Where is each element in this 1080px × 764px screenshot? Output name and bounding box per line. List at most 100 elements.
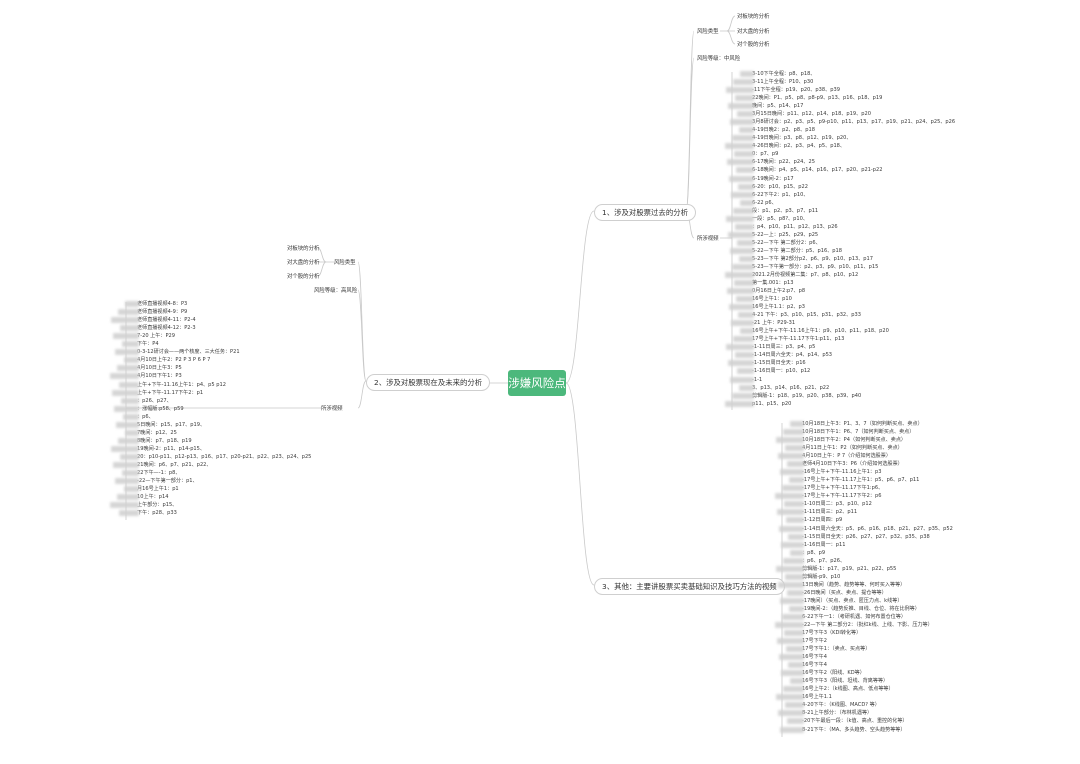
- video-list-item[interactable]: -1-14日周六全天：p5、p6、p16、p18、p21、p27、p35、p52: [802, 525, 953, 532]
- video-list-item[interactable]: -17晚间）（买点、卖点、匿压力点、k线等）: [802, 597, 903, 604]
- video-list-item[interactable]: -1-16日周一：p10、p12: [752, 368, 811, 375]
- branch-present-future-analysis[interactable]: 2、涉及对股票现在及未来的分析: [366, 374, 491, 391]
- video-list-item[interactable]: 6-22下午2：p1、p10、: [752, 191, 809, 198]
- video-list-item[interactable]: 0-3-12研讨会——两个核度、三大任务：P21: [137, 349, 240, 356]
- video-list-item[interactable]: -1-14日周六全天：p4、p14、p53: [752, 352, 833, 359]
- video-list-item[interactable]: -1-15日周日全天：p26、p27、p27、p32、p35、p38: [802, 533, 930, 540]
- video-list-item[interactable]: -1-15日周日全天：p16: [752, 360, 806, 367]
- video-list-item[interactable]: -17号上午+下午-11.17上午1：p5、p6、p7、p11: [802, 477, 920, 484]
- b2-type-sector[interactable]: 对板块的分析: [287, 246, 320, 252]
- video-list-item[interactable]: -26日晚间（买点、卖点、提仓等等）: [802, 589, 887, 596]
- video-list-item[interactable]: 5-22—下午 第二部分2：p6、: [752, 239, 821, 246]
- video-list-item[interactable]: 6-18晚间：p4、p5、p14、p16、p17、p20、p21-p22: [752, 167, 883, 174]
- video-list-item[interactable]: 下午：p28、p33: [137, 510, 177, 517]
- video-list-item[interactable]: 3月15日晚间：p11、p12、p14、p18、p19、p20: [752, 111, 871, 118]
- b2-risk-level[interactable]: 风险等级：高风险: [314, 288, 358, 294]
- video-list-item[interactable]: 10月18日下午1：P6、7（如何判断买点、卖点）: [802, 429, 915, 436]
- root-topic[interactable]: 涉嫌风险点: [508, 370, 566, 396]
- b1-type-sector[interactable]: 对板块的分析: [737, 14, 770, 20]
- video-list-item[interactable]: 3-10下午全程：p8、p18、: [752, 71, 816, 77]
- video-list-item[interactable]: 6-20：p10、p15、p22: [752, 183, 808, 190]
- video-list-item[interactable]: 剪辑版-1：p18、p19、p20、p38、p39、p40: [752, 392, 862, 399]
- video-list-item[interactable]: 16号下午3（阳线、坦线、背离等等）: [802, 678, 889, 685]
- video-list-item[interactable]: -1-1: [752, 376, 763, 383]
- video-list-item[interactable]: 16号下午2（阳线、KD等）: [802, 670, 865, 677]
- video-list-item[interactable]: 上午部分：p15、: [137, 502, 178, 509]
- video-list-item[interactable]: 4月10日下午1：P3: [137, 373, 182, 380]
- video-list-item[interactable]: 段：p1、p2、p3、p7、p11: [752, 207, 819, 214]
- video-list-item[interactable]: 22晚间：P1、p5、p8、p8-p9、p13、p16、p18、p19: [752, 95, 883, 102]
- video-list-item[interactable]: 5-22—上：p25、p29、p25: [752, 231, 819, 238]
- video-list-item[interactable]: 老师直播视频4-8：P3: [137, 301, 188, 307]
- video-list-item[interactable]: 2021.2月份视频第二集：p7、p8、p10、p12: [752, 272, 859, 278]
- video-list-item[interactable]: 6-22 p6、: [752, 199, 777, 206]
- b2-type-market[interactable]: 对大盘的分析: [287, 260, 320, 266]
- video-list-item[interactable]: 17号下午2: [802, 638, 828, 645]
- branch-past-analysis[interactable]: 1、涉及对股票过去的分析: [594, 204, 697, 221]
- video-list-item[interactable]: -1-11日周三：p3、p4、p5: [752, 344, 816, 351]
- video-list-item[interactable]: 4月10日上午：P 7（介绍如何选股票）: [802, 453, 891, 460]
- video-list-item[interactable]: 10月18日上午3：P1、3、7（如何判断买点、卖点）: [802, 421, 923, 427]
- video-list-item[interactable]: -22—下午 第二部分2：（批红k线、上线、下影、压力等）: [802, 622, 933, 628]
- video-list-item[interactable]: 第一集.001：p13: [752, 280, 794, 287]
- b2-risk-type[interactable]: 风险类型: [334, 260, 356, 266]
- b1-videos-label[interactable]: 所涉视频: [697, 236, 719, 242]
- video-list-item[interactable]: ：p6、p7、p26、: [802, 557, 846, 564]
- video-list-item[interactable]: 10月18日下午2：P4（如何判断买点、卖点）: [802, 437, 907, 444]
- video-list-item[interactable]: 4月10日上午2：P2 P 3 P 6 P 7: [137, 357, 211, 364]
- branch-other-basics[interactable]: 3、其他：主要讲股票买卖基础知识及技巧方法的视频: [594, 578, 785, 595]
- video-list-item[interactable]: 0月16日上午2:p7、p8: [752, 288, 806, 295]
- video-list-item[interactable]: 4-19日晚2：p2、p8、p18: [752, 127, 815, 134]
- video-list-item[interactable]: -16号上午+下午-11.16上午1：p3: [802, 469, 882, 476]
- video-list-item[interactable]: ：p26、p27、: [137, 397, 172, 404]
- video-list-item[interactable]: 7晚间：p12、25: [137, 429, 177, 436]
- video-list-item[interactable]: 16号下午4: [802, 662, 828, 669]
- video-list-item[interactable]: 16号上午1.1：p2、p3: [752, 304, 805, 311]
- video-list-item[interactable]: 17号下午3（KDI转化等）: [802, 630, 862, 637]
- video-list-item[interactable]: 4-19日晚间：p3、p8、p12、p19、p20、: [752, 135, 852, 142]
- video-list-item[interactable]: -19晚间-2：（趋势反推、目线、仓位、将在比例等）: [802, 605, 920, 612]
- video-list-item[interactable]: 6-17晚间：p22、p24、25: [752, 159, 815, 166]
- video-list-item[interactable]: ：p6、: [137, 413, 154, 420]
- video-list-item[interactable]: 13日晚间（趋势、趋势等等、何时买入等等）: [802, 581, 906, 588]
- video-list-item[interactable]: 5-23—下午第一部分：p2、p3、p9、p10、p11、p15: [752, 263, 879, 270]
- video-list-item[interactable]: -21 上午：P29-31: [752, 320, 796, 327]
- video-list-item[interactable]: 老师直播视频4-12：P2-3: [137, 325, 196, 332]
- video-list-item[interactable]: 17号上午+下午-11.17下午1:p11、p13: [752, 336, 845, 343]
- video-list-item[interactable]: 8-21下午：（MA、多头趋势、空头趋势等等）: [802, 726, 906, 733]
- video-list-item[interactable]: -1-12日周四：p9: [802, 517, 843, 524]
- video-list-item[interactable]: -1-16日周一：p11: [802, 541, 846, 548]
- video-list-item[interactable]: 3-11上午全程：P10、p30: [752, 79, 814, 86]
- video-list-item[interactable]: 17号下午1：（卖点、买点等）: [802, 646, 871, 653]
- video-list-item[interactable]: 剪辑版-1：p17、p19、p21、p22、p55: [802, 565, 897, 572]
- video-list-item[interactable]: -22—下午第一部分：p1、: [137, 478, 198, 485]
- b2-type-stock[interactable]: 对个股的分析: [287, 274, 320, 280]
- video-list-item[interactable]: -11下午全程：p19、p20、p38、p39: [752, 87, 840, 94]
- video-list-item[interactable]: 16号上午2：（k线图、高点、低点等等）: [802, 686, 894, 693]
- video-list-item[interactable]: 16号上午+下午-11.16上午1：p9、p10、p11、p18、p20: [752, 328, 889, 335]
- video-list-item[interactable]: 晚间：p5、p14、p17: [752, 103, 804, 110]
- video-list-item[interactable]: -1-10日周二：p3、p10、p12: [802, 501, 872, 508]
- video-list-item[interactable]: 20：p10-p11、p12-p13、p16、p17、p20-p21、p22、p…: [137, 453, 312, 460]
- video-list-item[interactable]: 22下午—-1：p8、: [137, 470, 181, 477]
- video-list-item[interactable]: 4-26日晚间：p2、p3、p4、p5、p18、: [752, 143, 846, 150]
- video-list-item[interactable]: 下午：P4: [137, 341, 159, 348]
- video-list-item[interactable]: 上午+下午-11.17下午2：p1: [137, 389, 204, 396]
- video-list-item[interactable]: 5日晚间：p15、p17、p19、: [137, 421, 206, 428]
- video-list-item[interactable]: 6-19晚间-2：p17: [752, 175, 794, 182]
- video-list-item[interactable]: -17号上午+下午-11.17下午1:p6、: [802, 485, 884, 492]
- video-list-item[interactable]: 剪辑版-p9、p10: [802, 573, 841, 580]
- b2-videos-label[interactable]: 所涉视频: [321, 406, 343, 412]
- video-list-item[interactable]: 上午+下午-11.16上午1：p4、p5 p12: [137, 381, 226, 388]
- video-list-item[interactable]: 老师4月10日下午3：P6（介绍如何选股票）: [802, 461, 903, 468]
- video-list-item[interactable]: ：p4、p10、p11、p12、p13、p26: [752, 223, 838, 230]
- video-list-item[interactable]: 0：p7、p9: [752, 151, 779, 158]
- b1-type-market[interactable]: 对大盘的分析: [737, 29, 770, 35]
- video-list-item[interactable]: ：涨幅版:p58、p59: [137, 405, 184, 412]
- b1-risk-level[interactable]: 风险等级：中风险: [697, 56, 741, 62]
- video-list-item[interactable]: -1-11日周三：p2、p11: [802, 509, 858, 516]
- video-list-item[interactable]: -17号上午+下午-11.17下午2：p6: [802, 493, 882, 500]
- video-list-item[interactable]: 4月10日上午3：P5: [137, 365, 182, 372]
- video-list-item[interactable]: 16号下午4: [802, 654, 828, 661]
- video-list-item[interactable]: 月16号上午1：p1: [137, 486, 179, 493]
